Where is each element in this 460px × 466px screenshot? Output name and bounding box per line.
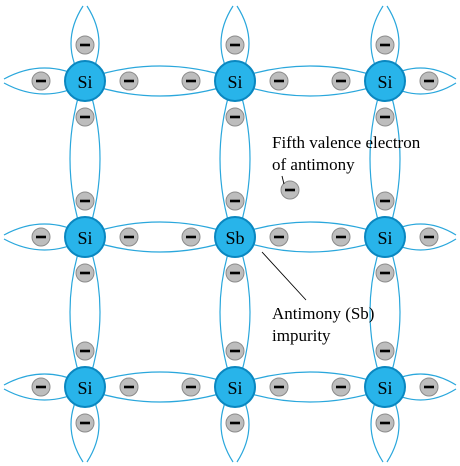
silicon-atom: Si	[364, 366, 406, 408]
electron-icon	[119, 377, 139, 397]
atom-symbol: Si	[77, 228, 92, 248]
silicon-atom: Si	[364, 216, 406, 258]
electron-icon	[31, 377, 51, 397]
silicon-atom: Si	[64, 60, 106, 102]
atom-symbol: Si	[77, 72, 92, 92]
fifth-electron-annotation: Fifth valence electron of antimony	[272, 133, 421, 174]
silicon-atom: Si	[364, 60, 406, 102]
electron-icon	[269, 227, 289, 247]
silicon-atom: Si	[64, 216, 106, 258]
electron-icon	[280, 180, 300, 200]
electron-icon	[225, 263, 245, 283]
atom-symbol: Si	[227, 72, 242, 92]
fifth-electron-leader-line	[281, 175, 285, 185]
electron-icon	[75, 35, 95, 55]
electron-icon	[375, 35, 395, 55]
electron-icon	[31, 71, 51, 91]
electron-icon	[419, 227, 439, 247]
impurity-label-line1: Antimony (Sb)	[272, 304, 374, 323]
atom-symbol: Si	[77, 378, 92, 398]
electron-icon	[375, 413, 395, 433]
silicon-atom: Si	[214, 60, 256, 102]
electron-icon	[75, 413, 95, 433]
electron-icon	[75, 191, 95, 211]
electron-icon	[331, 71, 351, 91]
electron-icon	[225, 191, 245, 211]
fifth-electron-label-line1: Fifth valence electron	[272, 133, 421, 152]
fifth-electron-label-line2: of antimony	[272, 155, 355, 174]
electron-icon	[75, 107, 95, 127]
electron-icon	[181, 71, 201, 91]
electron-icon	[225, 413, 245, 433]
electron-icon	[119, 227, 139, 247]
electron-icon	[225, 107, 245, 127]
atom-symbol: Si	[377, 72, 392, 92]
valence-electrons	[31, 35, 439, 433]
atom-symbol: Si	[227, 378, 242, 398]
electron-icon	[181, 227, 201, 247]
atom-symbol: Sb	[225, 228, 244, 248]
electron-icon	[75, 341, 95, 361]
atom-symbol: Si	[377, 378, 392, 398]
electron-icon	[331, 227, 351, 247]
impurity-label-line2: impurity	[272, 326, 331, 345]
electron-icon	[269, 71, 289, 91]
electron-icon	[269, 377, 289, 397]
impurity-leader-line	[261, 251, 307, 301]
electron-icon	[331, 377, 351, 397]
silicon-atom: Si	[64, 366, 106, 408]
electron-icon	[225, 35, 245, 55]
antimony-atom: Sb	[214, 216, 256, 258]
impurity-annotation: Antimony (Sb) impurity	[261, 251, 374, 345]
silicon-atom: Si	[214, 366, 256, 408]
electron-icon	[375, 263, 395, 283]
electron-icon	[119, 71, 139, 91]
electron-icon	[419, 71, 439, 91]
electron-icon	[225, 341, 245, 361]
electron-icon	[31, 227, 51, 247]
electron-icon	[375, 191, 395, 211]
electron-icon	[181, 377, 201, 397]
electron-icon	[419, 377, 439, 397]
electron-icon	[75, 263, 95, 283]
atom-symbol: Si	[377, 228, 392, 248]
electron-icon	[375, 341, 395, 361]
electron-icon	[375, 107, 395, 127]
